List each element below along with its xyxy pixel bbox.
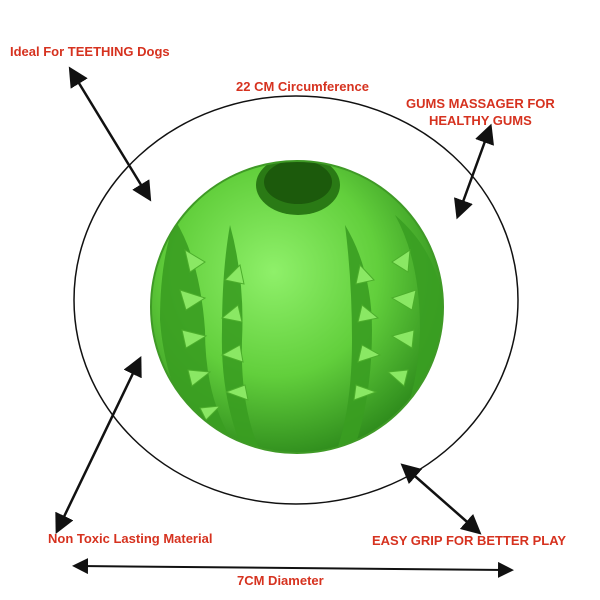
arrow-grip xyxy=(400,463,482,535)
arrow-teething xyxy=(68,66,152,202)
label-diameter: 7CM Diameter xyxy=(237,573,324,588)
label-non-toxic: Non Toxic Lasting Material xyxy=(48,531,213,546)
label-gums-line1: GUMS MASSAGER FOR xyxy=(406,96,555,111)
label-circumference: 22 CM Circumference xyxy=(236,79,369,94)
label-gums-line2: HEALTHY GUMS xyxy=(428,112,532,128)
label-gums-massager: GUMS MASSAGER FOR HEALTHY GUMS xyxy=(406,96,555,130)
dog-ball-toy xyxy=(151,161,443,453)
label-easy-grip: EASY GRIP FOR BETTER PLAY xyxy=(372,533,567,548)
arrow-gums xyxy=(454,123,494,220)
arrow-diameter xyxy=(72,558,514,578)
label-teething: Ideal For TEETHING Dogs xyxy=(10,44,170,59)
circumference-ring xyxy=(73,95,519,505)
arrow-non-toxic xyxy=(55,355,142,535)
